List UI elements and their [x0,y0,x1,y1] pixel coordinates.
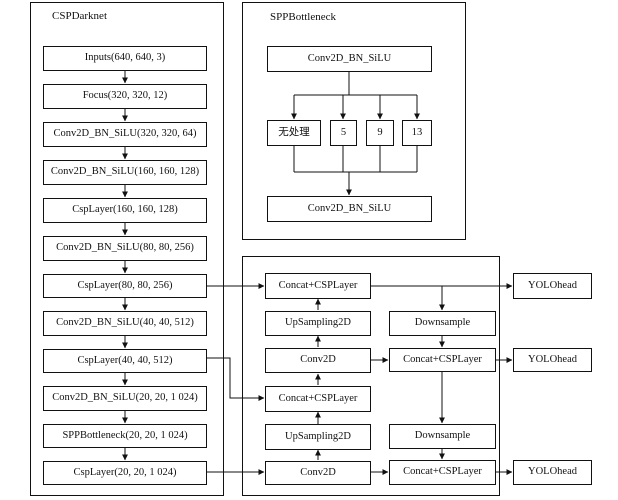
conv-bn-silu-block-2: Conv2D_BN_SiLU(160, 160, 128) [43,160,207,185]
conv-bn-silu-block-1: Conv2D_BN_SiLU(320, 320, 64) [43,122,207,147]
spp-branch-pool-13: 13 [402,120,432,146]
neck-downsample-2: Downsample [389,424,496,449]
spp-bottleneck-block: SPPBottleneck(20, 20, 1 024) [43,424,207,448]
yolo-head-3: YOLOhead [513,460,592,485]
neck-conv2d-bottom: Conv2D [265,461,371,485]
spp-branch-pool-5: 5 [330,120,357,146]
focus-block: Focus(320, 320, 12) [43,84,207,109]
neck-downsample-1: Downsample [389,311,496,336]
neck-upsampling-2: UpSampling2D [265,424,371,450]
yolo-head-1: YOLOhead [513,273,592,299]
csp-darknet-panel [30,2,224,496]
neck-concat-csplayer-right-1: Concat+CSPLayer [389,348,496,372]
arrow-csp3-concat-mid [206,357,265,401]
csp-layer-block-2: CspLayer(80, 80, 256) [43,274,207,298]
neck-upsampling-1: UpSampling2D [265,311,371,336]
csp-darknet-title: CSPDarknet [52,10,107,22]
inputs-block: Inputs(640, 640, 3) [43,46,207,71]
csp-layer-block-3: CspLayer(40, 40, 512) [43,349,207,373]
spp-bottleneck-title: SPPBottleneck [270,11,337,23]
spp-bottleneck-panel [242,2,466,240]
neck-concat-csplayer-top: Concat+CSPLayer [265,273,371,299]
yolo-head-2: YOLOhead [513,348,592,372]
spp-conv-top: Conv2D_BN_SiLU [267,46,432,72]
spp-branch-pool-9: 9 [366,120,394,146]
csp-layer-block-1: CspLayer(160, 160, 128) [43,198,207,223]
spp-conv-bottom: Conv2D_BN_SiLU [267,196,432,222]
conv-bn-silu-block-5: Conv2D_BN_SiLU(20, 20, 1 024) [43,386,207,411]
csp-layer-block-4: CspLayer(20, 20, 1 024) [43,461,207,485]
spp-branch-none: 无处理 [267,120,321,146]
neck-conv2d-mid: Conv2D [265,348,371,373]
conv-bn-silu-block-4: Conv2D_BN_SiLU(40, 40, 512) [43,311,207,336]
arrow-concat-top-down1 [371,285,445,311]
neck-concat-csplayer-right-2: Concat+CSPLayer [389,460,496,485]
neck-panel [242,256,500,496]
conv-bn-silu-block-3: Conv2D_BN_SiLU(80, 80, 256) [43,236,207,261]
neck-concat-csplayer-mid: Concat+CSPLayer [265,386,371,412]
